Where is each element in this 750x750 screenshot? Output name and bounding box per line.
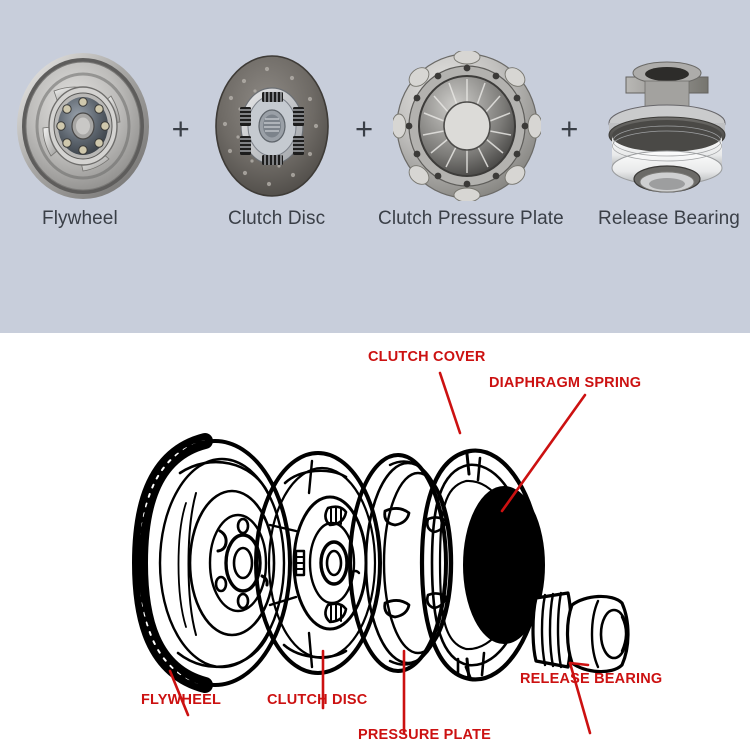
plus-separator-3: +: [560, 110, 579, 146]
parts-row: +: [0, 48, 750, 208]
parts-overview-panel: +: [0, 0, 750, 333]
callout-diaphragm-spring: DIAPHRAGM SPRING: [489, 375, 641, 391]
callout-clutch-cover: CLUTCH COVER: [368, 349, 486, 365]
clutch-disc-photo: [209, 51, 335, 206]
leader-flywheel: [168, 669, 190, 717]
clutch-exploded-diagram-panel: CLUTCH COVER DIAPHRAGM SPRING RELEASE BE…: [0, 333, 750, 750]
leader-clutch-cover: [438, 371, 462, 435]
callout-clutch-disc: CLUTCH DISC: [267, 692, 368, 708]
part-label-pressure-plate: Clutch Pressure Plate: [378, 208, 564, 229]
diagram-clutch-disc: [254, 451, 382, 675]
leader-release-bearing: [568, 661, 590, 667]
callout-flywheel: FLYWHEEL: [141, 692, 221, 708]
leader-diaphragm-spring: [500, 393, 587, 513]
exploded-clutch-diagram: CLUTCH COVER DIAPHRAGM SPRING RELEASE BE…: [132, 349, 662, 743]
diagram-release-bearing: [531, 591, 630, 674]
part-labels-row: Flywheel Clutch Disc Clutch Pressure Pla…: [0, 208, 750, 242]
plus-separator-1: +: [171, 110, 190, 146]
callout-leader-lines: [168, 371, 592, 735]
leader-release-bearing2: [568, 661, 592, 735]
part-label-clutch-disc: Clutch Disc: [228, 208, 326, 229]
diagram-flywheel: [132, 433, 292, 693]
release-bearing-photo: [598, 51, 736, 206]
diagram-pressure-plate: [348, 453, 454, 673]
callout-pressure-plate: PRESSURE PLATE: [358, 727, 491, 743]
flywheel-photo: [14, 51, 152, 206]
pressure-plate-photo: [391, 49, 543, 206]
callout-release-bearing: RELEASE BEARING: [520, 671, 662, 687]
part-label-flywheel: Flywheel: [42, 208, 118, 229]
diagram-clutch-cover: [419, 448, 545, 682]
plus-separator-2: +: [354, 110, 374, 146]
part-label-release-bearing: Release Bearing: [598, 208, 740, 229]
